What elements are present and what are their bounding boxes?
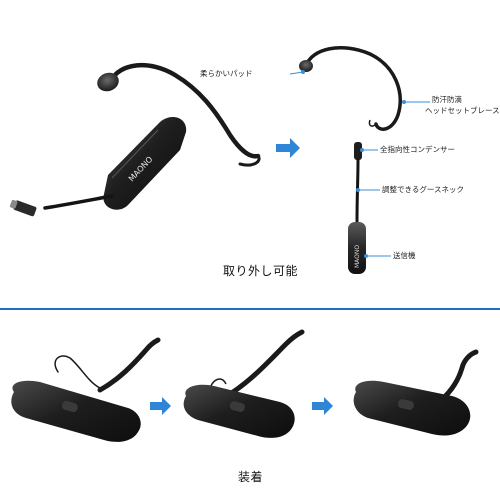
label-brace-line2: ヘッドセットブレース bbox=[425, 106, 500, 115]
label-brace-line1: 防汗防滴 bbox=[432, 95, 462, 104]
label-soft-pad: 柔らかいパッド bbox=[200, 69, 253, 78]
wearing-step-1 bbox=[11, 337, 161, 442]
leader-lines bbox=[289, 70, 430, 258]
step1-transmitter bbox=[11, 380, 141, 442]
exploded-logo-text: MAONO bbox=[354, 245, 361, 268]
label-gooseneck: 調整できるグースネック bbox=[382, 185, 464, 194]
wearing-step-3 bbox=[353, 349, 479, 436]
exploded-transmitter bbox=[348, 222, 366, 274]
caption-detachable: 取り外し可能 bbox=[223, 264, 299, 278]
arrow-right-icon bbox=[312, 397, 333, 415]
arrow-right-icon bbox=[150, 397, 171, 415]
ear-pad bbox=[97, 72, 119, 92]
label-condenser-mic: 全指向性コンデンサー bbox=[380, 145, 455, 154]
mic-head bbox=[9, 199, 37, 217]
brace-pad bbox=[299, 60, 313, 72]
label-transmitter: 送信機 bbox=[393, 251, 416, 260]
mic-capsule bbox=[354, 142, 362, 160]
headband-tail bbox=[238, 154, 261, 167]
gooseneck bbox=[43, 194, 114, 210]
headset-exploded: MAONO bbox=[299, 46, 402, 274]
wearing-step-2 bbox=[183, 329, 305, 438]
headband bbox=[107, 62, 261, 159]
arrow-right-icon bbox=[276, 138, 300, 158]
brace-headband bbox=[304, 46, 402, 131]
transmitter-body bbox=[103, 117, 187, 210]
headset-assembled: MAONO bbox=[9, 62, 261, 217]
caption-wearing: 装着 bbox=[238, 470, 264, 484]
